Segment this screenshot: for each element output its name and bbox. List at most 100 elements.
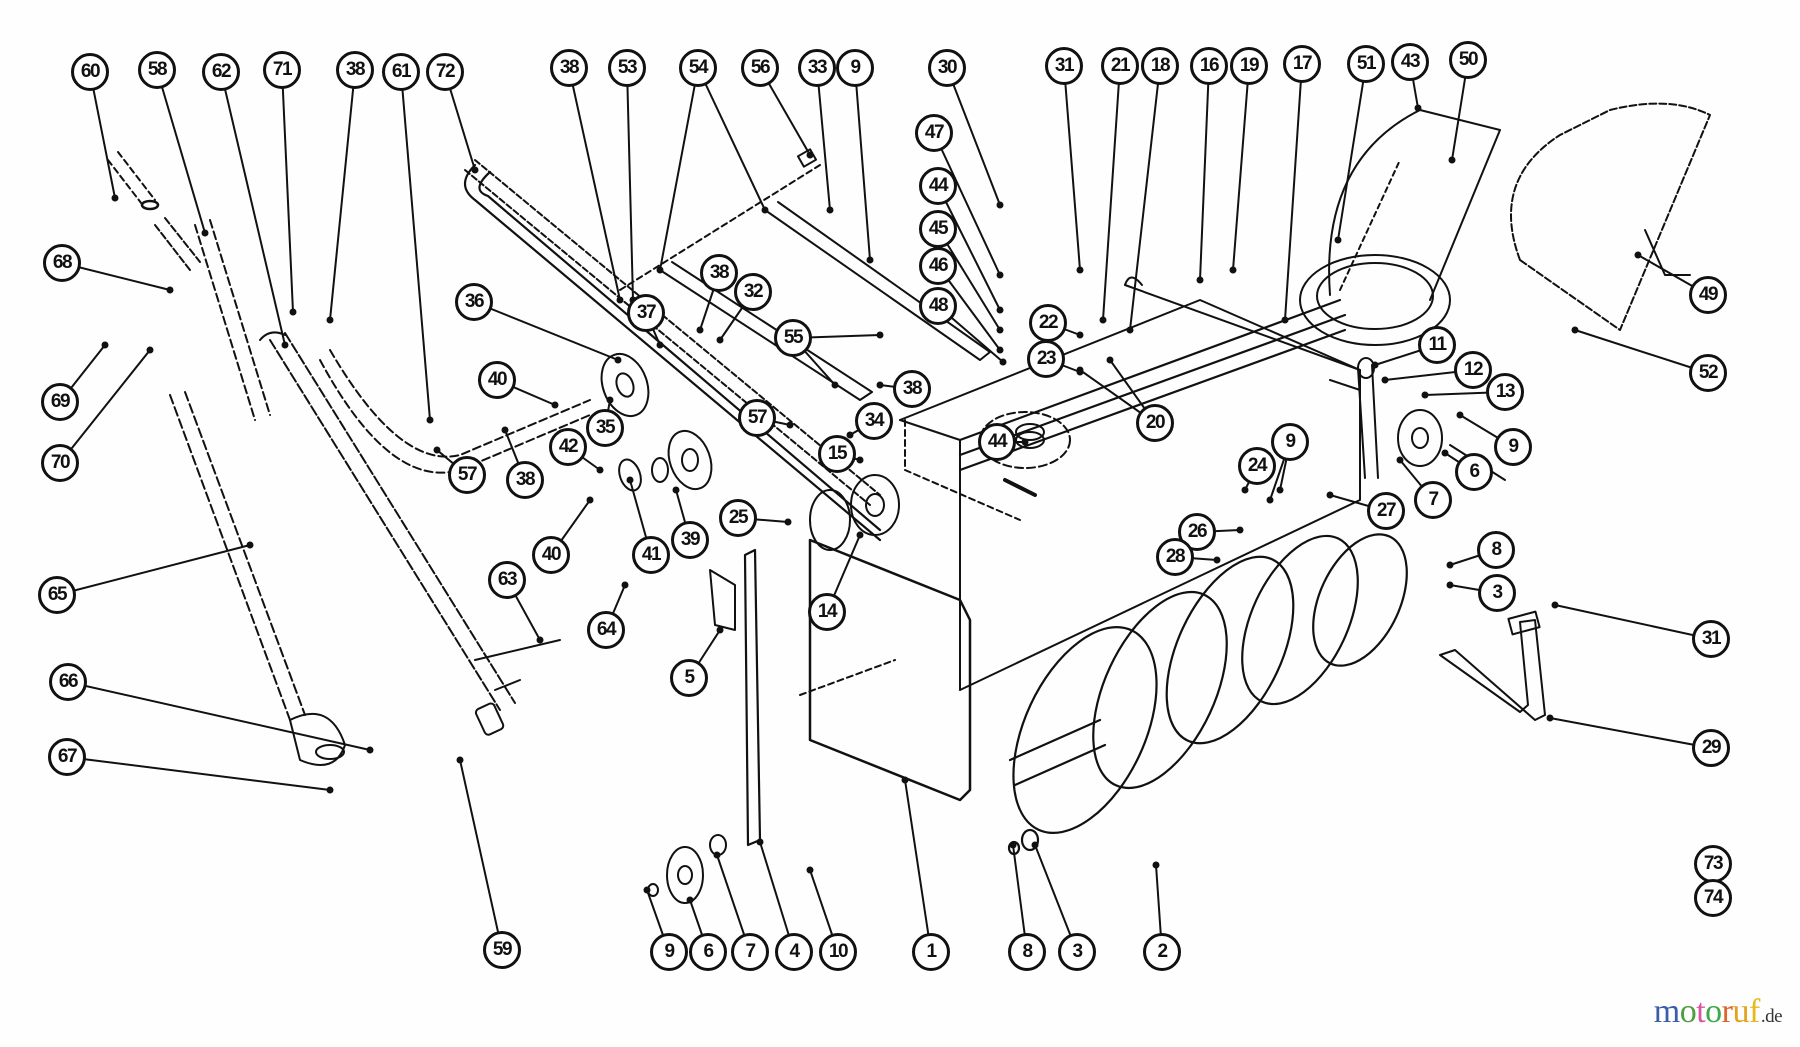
part-callout-40[interactable]: 40 bbox=[478, 361, 516, 399]
part-callout-3[interactable]: 3 bbox=[1478, 574, 1516, 612]
part-callout-34[interactable]: 34 bbox=[855, 402, 893, 440]
part-callout-22[interactable]: 22 bbox=[1029, 304, 1067, 342]
leader-tip bbox=[656, 341, 664, 349]
part-callout-38[interactable]: 38 bbox=[550, 49, 588, 87]
part-callout-7[interactable]: 7 bbox=[1414, 481, 1452, 519]
part-callout-9[interactable]: 9 bbox=[836, 49, 874, 87]
part-callout-38[interactable]: 38 bbox=[893, 370, 931, 408]
part-callout-24[interactable]: 24 bbox=[1238, 447, 1276, 485]
part-callout-38[interactable]: 38 bbox=[700, 254, 738, 292]
part-callout-38[interactable]: 38 bbox=[506, 461, 544, 499]
part-callout-59[interactable]: 59 bbox=[483, 931, 521, 969]
part-callout-6[interactable]: 6 bbox=[1455, 453, 1493, 491]
part-callout-54[interactable]: 54 bbox=[679, 49, 717, 87]
part-callout-35[interactable]: 35 bbox=[586, 409, 624, 447]
part-callout-16[interactable]: 16 bbox=[1190, 47, 1228, 85]
part-callout-67[interactable]: 67 bbox=[48, 738, 86, 776]
part-callout-72[interactable]: 72 bbox=[426, 53, 464, 91]
part-callout-17[interactable]: 17 bbox=[1283, 45, 1321, 83]
part-callout-23[interactable]: 23 bbox=[1027, 340, 1065, 378]
part-callout-19[interactable]: 19 bbox=[1230, 47, 1268, 85]
part-callout-50[interactable]: 50 bbox=[1449, 41, 1487, 79]
part-callout-8[interactable]: 8 bbox=[1477, 531, 1515, 569]
part-callout-4[interactable]: 4 bbox=[775, 933, 813, 971]
logo-wordmark: motoruf bbox=[1654, 993, 1761, 1031]
part-callout-51[interactable]: 51 bbox=[1347, 45, 1385, 83]
part-callout-11[interactable]: 11 bbox=[1418, 326, 1456, 364]
part-callout-44[interactable]: 44 bbox=[978, 423, 1016, 461]
part-callout-49[interactable]: 49 bbox=[1689, 276, 1727, 314]
part-callout-9[interactable]: 9 bbox=[1494, 428, 1532, 466]
part-callout-30[interactable]: 30 bbox=[928, 49, 966, 87]
part-callout-10[interactable]: 10 bbox=[819, 933, 857, 971]
part-callout-31[interactable]: 31 bbox=[1692, 620, 1730, 658]
part-callout-57[interactable]: 57 bbox=[448, 456, 486, 494]
leader-line-18 bbox=[1129, 65, 1161, 331]
logo-letter: f bbox=[1748, 993, 1760, 1030]
part-callout-41[interactable]: 41 bbox=[632, 536, 670, 574]
part-callout-71[interactable]: 71 bbox=[263, 51, 301, 89]
part-callout-9[interactable]: 9 bbox=[650, 933, 688, 971]
part-callout-68[interactable]: 68 bbox=[43, 244, 81, 282]
part-callout-62[interactable]: 62 bbox=[202, 53, 240, 91]
part-callout-20[interactable]: 20 bbox=[1136, 404, 1174, 442]
logo-letter: t bbox=[1696, 993, 1706, 1030]
part-callout-42[interactable]: 42 bbox=[549, 428, 587, 466]
part-callout-56[interactable]: 56 bbox=[741, 49, 779, 87]
auger-housing bbox=[808, 276, 1361, 802]
part-callout-5[interactable]: 5 bbox=[670, 659, 708, 697]
part-callout-47[interactable]: 47 bbox=[915, 114, 953, 152]
part-callout-48[interactable]: 48 bbox=[919, 287, 957, 325]
part-callout-21[interactable]: 21 bbox=[1101, 47, 1139, 85]
part-callout-70[interactable]: 70 bbox=[41, 444, 79, 482]
part-callout-36[interactable]: 36 bbox=[455, 283, 493, 321]
part-callout-45[interactable]: 45 bbox=[919, 210, 957, 248]
part-callout-18[interactable]: 18 bbox=[1141, 47, 1179, 85]
part-callout-44[interactable]: 44 bbox=[919, 167, 957, 205]
part-callout-7[interactable]: 7 bbox=[731, 933, 769, 971]
part-callout-33[interactable]: 33 bbox=[798, 49, 836, 87]
part-callout-29[interactable]: 29 bbox=[1692, 729, 1730, 767]
part-callout-28[interactable]: 28 bbox=[1156, 538, 1194, 576]
part-callout-37[interactable]: 37 bbox=[627, 294, 665, 332]
part-callout-27[interactable]: 27 bbox=[1367, 492, 1405, 530]
part-callout-52[interactable]: 52 bbox=[1689, 354, 1727, 392]
part-callout-12[interactable]: 12 bbox=[1454, 351, 1492, 389]
leader-line-36 bbox=[473, 301, 619, 361]
part-callout-14[interactable]: 14 bbox=[808, 593, 846, 631]
part-callout-58[interactable]: 58 bbox=[138, 51, 176, 89]
part-callout-73[interactable]: 73 bbox=[1694, 845, 1732, 883]
part-callout-6[interactable]: 6 bbox=[689, 933, 727, 971]
part-callout-32[interactable]: 32 bbox=[734, 273, 772, 311]
part-callout-39[interactable]: 39 bbox=[671, 521, 709, 559]
part-callout-74[interactable]: 74 bbox=[1694, 879, 1732, 917]
part-callout-38[interactable]: 38 bbox=[336, 51, 374, 89]
part-callout-31[interactable]: 31 bbox=[1045, 47, 1083, 85]
part-callout-60[interactable]: 60 bbox=[71, 53, 109, 91]
part-callout-63[interactable]: 63 bbox=[488, 561, 526, 599]
leader-tip bbox=[996, 271, 1004, 279]
part-callout-53[interactable]: 53 bbox=[608, 49, 646, 87]
part-callout-13[interactable]: 13 bbox=[1486, 373, 1524, 411]
part-callout-64[interactable]: 64 bbox=[587, 611, 625, 649]
part-callout-65[interactable]: 65 bbox=[38, 576, 76, 614]
part-callout-8[interactable]: 8 bbox=[1008, 933, 1046, 971]
part-callout-25[interactable]: 25 bbox=[719, 499, 757, 537]
part-callout-57[interactable]: 57 bbox=[738, 399, 776, 437]
leader-tip bbox=[433, 446, 441, 454]
leader-tip bbox=[672, 486, 680, 494]
part-callout-69[interactable]: 69 bbox=[41, 383, 79, 421]
part-callout-3[interactable]: 3 bbox=[1058, 933, 1096, 971]
part-callout-2[interactable]: 2 bbox=[1143, 933, 1181, 971]
part-callout-55[interactable]: 55 bbox=[774, 319, 812, 357]
part-callout-1[interactable]: 1 bbox=[912, 933, 950, 971]
part-callout-15[interactable]: 15 bbox=[818, 435, 856, 473]
part-callout-9[interactable]: 9 bbox=[1271, 423, 1309, 461]
part-callout-66[interactable]: 66 bbox=[49, 663, 87, 701]
part-callout-61[interactable]: 61 bbox=[382, 53, 420, 91]
leader-tip bbox=[614, 356, 622, 364]
part-callout-40[interactable]: 40 bbox=[532, 536, 570, 574]
part-callout-46[interactable]: 46 bbox=[919, 247, 957, 285]
leader-tip bbox=[756, 838, 764, 846]
part-callout-43[interactable]: 43 bbox=[1391, 43, 1429, 81]
